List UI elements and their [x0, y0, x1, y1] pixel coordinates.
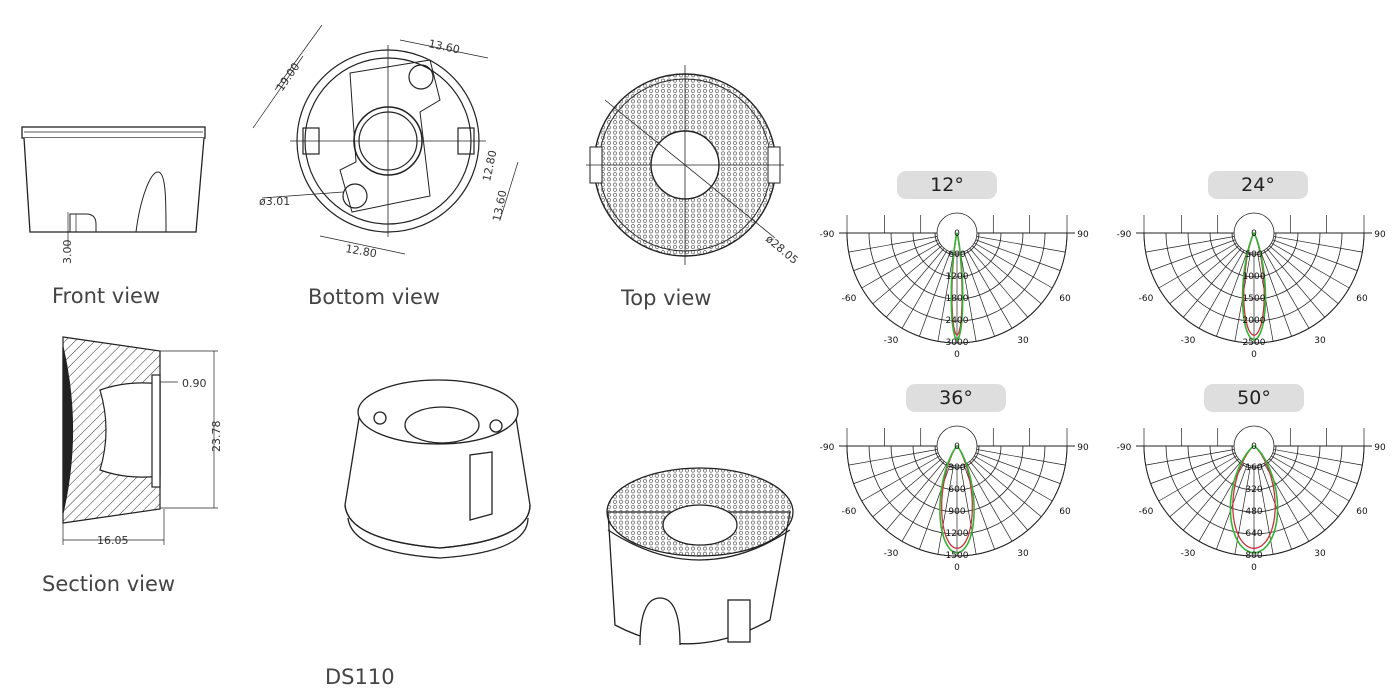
polar-radial-label: 320 — [1245, 485, 1262, 495]
polar-chart-3: 0 160 320 480 640 800 -90 90 -60 60 -30 30 0 — [1117, 425, 1386, 573]
polar-radial-label: 2500 — [1243, 338, 1266, 348]
polar-angle-label: 30 — [1017, 549, 1029, 559]
polar-angle-label: 30 — [1314, 336, 1326, 346]
front-height-dim: 3.00 — [61, 240, 74, 265]
polar-radial-label: 640 — [1245, 529, 1262, 539]
beam-angle-36: 36° — [906, 384, 1006, 412]
polar-angle-label: 60 — [1059, 294, 1071, 304]
polar-radial-label: 480 — [1245, 507, 1262, 517]
polar-radial-label: 500 — [1245, 250, 1262, 260]
section-dim-2378: 23.78 — [210, 421, 223, 453]
polar-angle-label: -60 — [842, 507, 857, 517]
polar-angle-label: 90 — [1077, 230, 1089, 240]
polar-curve-c0 — [939, 445, 975, 554]
bottom-dim-1280-right: 12.80 — [480, 149, 499, 183]
polar-radial-label: 0 — [1251, 229, 1257, 239]
beam-angle-24: 24° — [1208, 171, 1308, 199]
polar-angle-label: 0 — [1251, 563, 1257, 573]
section-view-caption: Section view — [42, 572, 176, 596]
polar-angle-label: -90 — [820, 230, 835, 240]
polar-radial-label: 300 — [948, 463, 965, 473]
polar-radial-label: 1500 — [946, 551, 969, 561]
lens-3d-view — [606, 467, 794, 646]
polar-radial-label: 600 — [948, 485, 965, 495]
polar-angle-label: -90 — [1117, 230, 1132, 240]
bottom-dim-1280-bottom: 12.80 — [344, 242, 377, 260]
front-view-caption: Front view — [52, 284, 161, 308]
polar-angle-label: 90 — [1077, 443, 1089, 453]
polar-angle-label: -60 — [842, 294, 857, 304]
polar-radial-label: 3000 — [946, 338, 969, 348]
polar-curve-c0 — [1241, 232, 1267, 341]
polar-angle-label: 90 — [1374, 443, 1386, 453]
section-view-drawing — [62, 336, 218, 545]
top-view-caption: Top view — [621, 286, 712, 310]
polar-radial-label: 2400 — [946, 316, 969, 326]
polar-angle-label: -60 — [1139, 294, 1154, 304]
polar-angle-label: -30 — [1181, 336, 1196, 346]
polar-radial-label: 1800 — [946, 294, 969, 304]
polar-angle-label: -30 — [1181, 549, 1196, 559]
product-model: DS110 — [325, 665, 395, 689]
bottom-view-caption: Bottom view — [308, 285, 441, 309]
polar-radial-label: 1500 — [1243, 294, 1266, 304]
polar-radial-label: 800 — [1245, 551, 1262, 561]
front-view-drawing — [21, 126, 206, 248]
beam-angle-50: 50° — [1204, 384, 1304, 412]
polar-angle-label: -90 — [820, 443, 835, 453]
polar-radial-label: 1200 — [946, 529, 969, 539]
polar-radial-label: 160 — [1245, 463, 1262, 473]
polar-angle-label: -30 — [884, 336, 899, 346]
beam-angle-12: 12° — [897, 171, 997, 199]
holder-3d-view — [344, 379, 531, 559]
polar-angle-label: 60 — [1356, 294, 1368, 304]
polar-angle-label: 30 — [1314, 549, 1326, 559]
bottom-dim-1360-right: 13.60 — [490, 189, 509, 223]
polar-angle-label: 0 — [954, 350, 960, 360]
polar-angle-label: 60 — [1059, 507, 1071, 517]
polar-radial-label: 1200 — [946, 272, 969, 282]
polar-chart-0: 0 600 1200 1800 2400 3000 -90 90 -60 60 -30 30 0 — [820, 212, 1089, 360]
polar-angle-label: -60 — [1139, 507, 1154, 517]
polar-radial-label: 0 — [1251, 442, 1257, 452]
polar-angle-label: 0 — [954, 563, 960, 573]
top-view-drawing — [586, 65, 784, 265]
section-dim-1605: 16.05 — [97, 534, 129, 547]
polar-curve-c0 — [950, 232, 964, 341]
polar-radial-label: 0 — [954, 229, 960, 239]
polar-curve-c0 — [1229, 445, 1279, 554]
bottom-dim-hole: ø3.01 — [259, 195, 290, 208]
polar-angle-label: 60 — [1356, 507, 1368, 517]
bottom-dim-1360-top: 13.60 — [427, 37, 461, 56]
polar-chart-1: 0 500 1000 1500 2000 2500 -90 90 -60 60 -30 30 0 — [1117, 212, 1386, 360]
polar-radial-label: 1000 — [1243, 272, 1266, 282]
polar-angle-label: 0 — [1251, 350, 1257, 360]
polar-radial-label: 0 — [954, 442, 960, 452]
polar-radial-label: 2000 — [1243, 316, 1266, 326]
polar-radial-label: 600 — [948, 250, 965, 260]
polar-angle-label: 30 — [1017, 336, 1029, 346]
polar-angle-label: -30 — [884, 549, 899, 559]
polar-angle-label: -90 — [1117, 443, 1132, 453]
polar-angle-label: 90 — [1374, 230, 1386, 240]
polar-radial-label: 900 — [948, 507, 965, 517]
bottom-view-drawing — [252, 24, 519, 255]
section-dim-090: 0.90 — [182, 377, 207, 390]
